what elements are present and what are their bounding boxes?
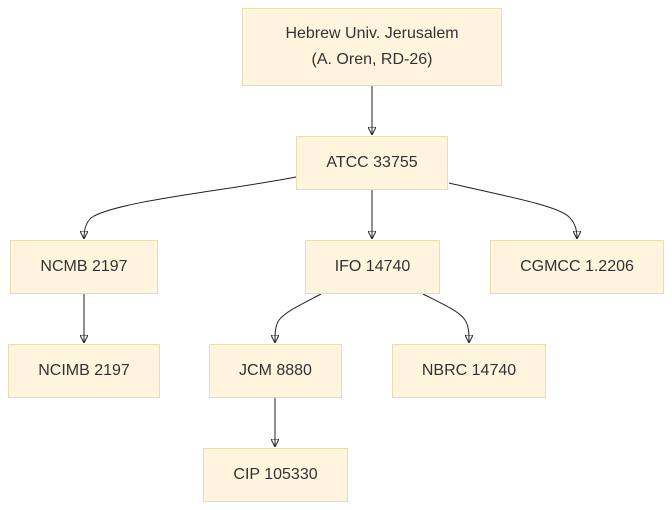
node-ifo-label: IFO 14740 bbox=[334, 258, 411, 275]
node-hebrew-line2: (A. Oren, RD-26) bbox=[311, 51, 433, 68]
edge-ifo-jcm bbox=[275, 293, 322, 342]
node-nbrc: NBRC 14740 bbox=[392, 344, 546, 398]
node-jcm: JCM 8880 bbox=[209, 344, 342, 398]
edge-atcc-ncmb bbox=[84, 176, 297, 238]
node-ncimb-label: NCIMB 2197 bbox=[38, 362, 130, 379]
node-cgmcc: CGMCC 1.2206 bbox=[490, 240, 664, 294]
node-cip-label: CIP 105330 bbox=[233, 466, 318, 483]
node-nbrc-label: NBRC 14740 bbox=[421, 362, 517, 379]
node-atcc-label: ATCC 33755 bbox=[326, 154, 418, 171]
node-atcc: ATCC 33755 bbox=[296, 136, 448, 190]
node-cip: CIP 105330 bbox=[203, 448, 348, 502]
node-cgmcc-label: CGMCC 1.2206 bbox=[520, 258, 634, 275]
node-ncmb: NCMB 2197 bbox=[10, 240, 158, 294]
node-hebrew-line1: Hebrew Univ. Jerusalem bbox=[285, 25, 459, 42]
edge-ifo-nbrc bbox=[422, 293, 469, 342]
node-ifo: IFO 14740 bbox=[305, 240, 440, 294]
node-hebrew-univ: Hebrew Univ. Jerusalem (A. Oren, RD-26) bbox=[242, 8, 502, 86]
edge-atcc-cgmcc bbox=[448, 182, 577, 238]
node-ncmb-label: NCMB 2197 bbox=[40, 258, 128, 275]
node-ncimb: NCIMB 2197 bbox=[8, 344, 160, 398]
node-jcm-label: JCM 8880 bbox=[239, 362, 312, 379]
